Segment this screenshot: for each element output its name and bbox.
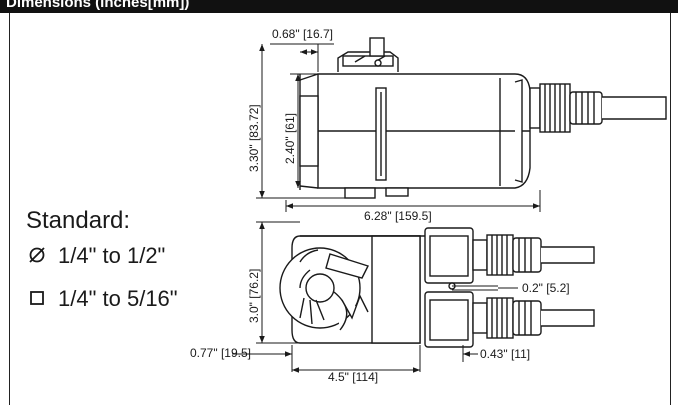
dim-base-length-label: 4.5" [114] bbox=[328, 370, 378, 384]
dim-connector-gap-label: 0.2" [5.2] bbox=[522, 281, 570, 295]
round-shaft-range: 1/4" to 1/2" bbox=[58, 243, 166, 268]
dim-right-offset-label: 0.43" [11] bbox=[480, 347, 530, 361]
actuator-side-view bbox=[299, 37, 667, 199]
square-shaft-range: 1/4" to 5/16" bbox=[58, 286, 178, 311]
header-bar: Dimensions (inches[mm]) bbox=[0, 0, 678, 13]
left-border-line bbox=[9, 13, 10, 405]
square-shaft-icon bbox=[30, 291, 44, 306]
dimension-lines bbox=[232, 43, 541, 373]
dim-left-offset-label: 0.77" [19.5] bbox=[190, 346, 251, 360]
dim-width-label: 3.0" [76.2] bbox=[247, 269, 261, 323]
dim-total-height-label: 3.30" [83.72] bbox=[247, 104, 261, 172]
dim-length-label: 6.28" [159.5] bbox=[364, 209, 432, 223]
dim-body-height-label: 2.40" [61] bbox=[283, 113, 297, 164]
round-shaft-row: 1/4" to 1/2" bbox=[26, 243, 165, 269]
dim-top-offset-label: 0.68" [16.7] bbox=[272, 27, 333, 41]
actuator-plan-view bbox=[279, 227, 595, 348]
square-shaft-row: 1/4" to 5/16" bbox=[26, 286, 178, 312]
right-border-line bbox=[670, 13, 671, 405]
standard-title: Standard: bbox=[26, 207, 131, 234]
diameter-icon bbox=[29, 247, 45, 263]
header-title: Dimensions (inches[mm]) bbox=[6, 0, 190, 11]
standard-shaft-sizes: Standard: 1/4" to 1/2" 1/4" to 5/16" bbox=[26, 207, 178, 311]
